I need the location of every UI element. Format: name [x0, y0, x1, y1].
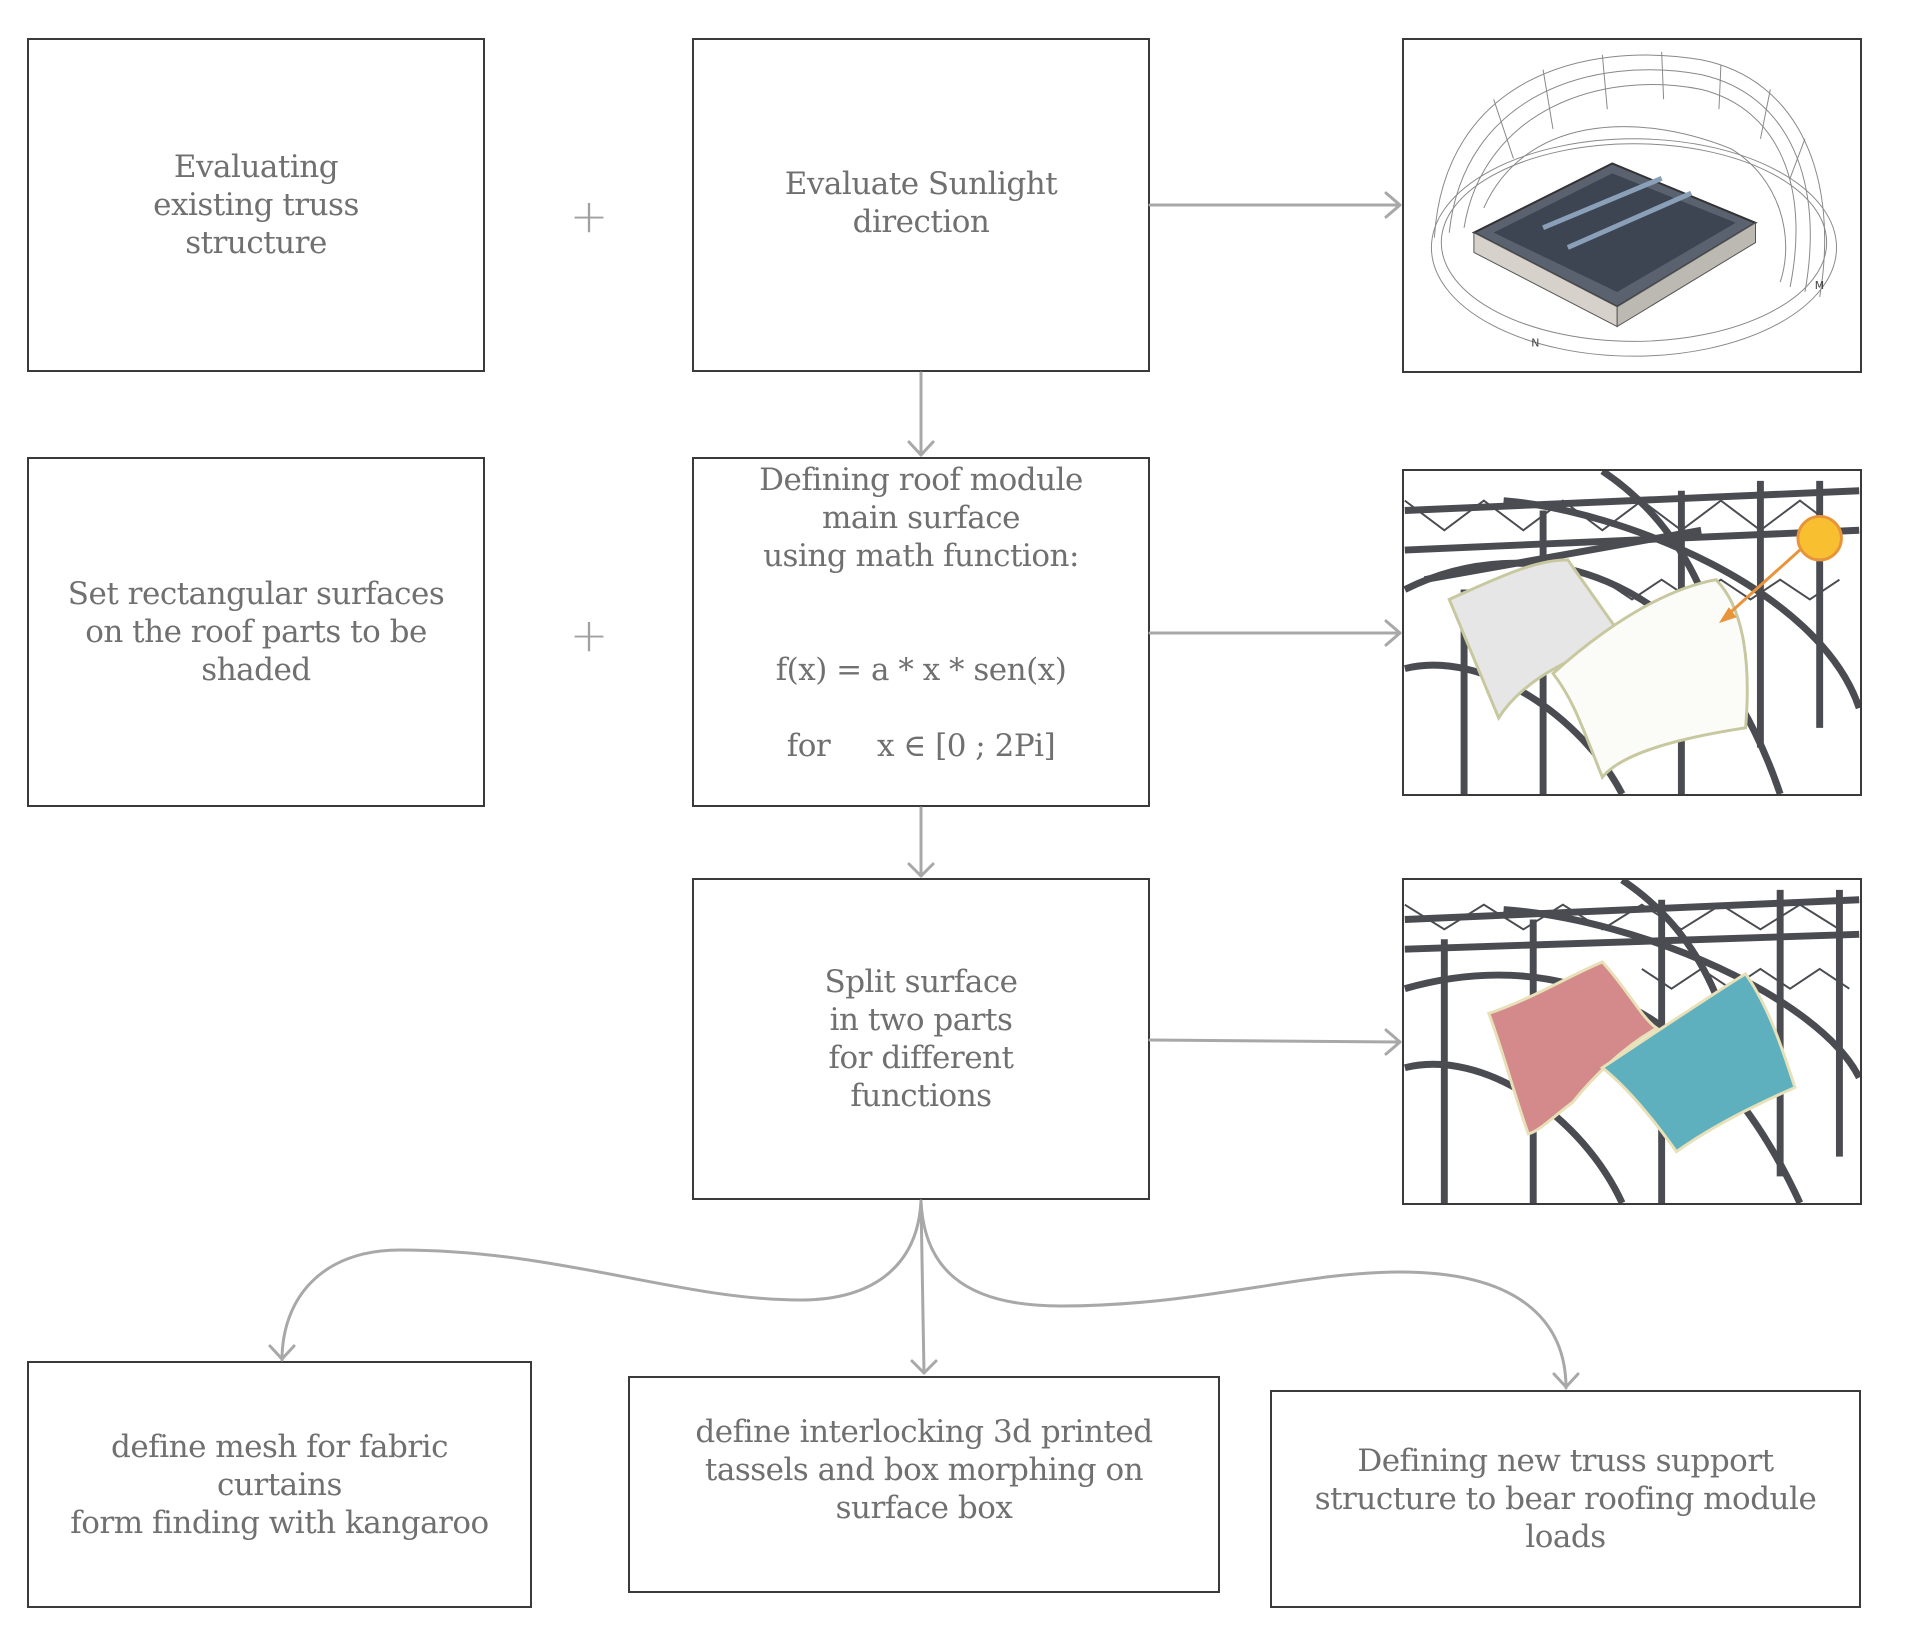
roof-surface-front — [1550, 578, 1749, 781]
truss-lattice — [1404, 499, 1841, 601]
step-split-surface-label: Split surface in two parts for different… — [824, 964, 1018, 1114]
step-set-surfaces: Set rectangular surfaces on the roof par… — [27, 457, 485, 807]
sunpath-diagram: N M — [1430, 51, 1838, 357]
step-new-truss-label: Defining new truss support structure to … — [1314, 1443, 1817, 1555]
sunpath-dome-arc-1 — [1433, 54, 1826, 297]
sunpath-dome-arc-3 — [1463, 84, 1797, 288]
step-evaluate-truss-label: Evaluating existing truss structure — [153, 149, 359, 261]
sun-ray-arrowhead — [1718, 607, 1737, 624]
arrow-split-to-truss — [919, 1199, 1568, 1390]
arrow-sunlight-to-sunpath-head — [1384, 191, 1402, 219]
roof-split-render — [1404, 880, 1860, 1203]
sunpath-horizon-ring-inner — [1440, 143, 1828, 342]
arrow-split-to-mesh-head — [268, 1344, 296, 1361]
step-define-roof-label: Defining roof module main surface using … — [759, 462, 1083, 574]
arrow-split-to-render-head — [1384, 1028, 1402, 1056]
arrow-roof-to-render-head — [1384, 619, 1402, 647]
sunpath-dome-arc-2 — [1448, 69, 1811, 293]
step-set-surfaces-label: Set rectangular surfaces on the roof par… — [67, 576, 445, 688]
compass-label-m: M — [1815, 279, 1824, 292]
arrow-split-to-tassels — [919, 1199, 926, 1375]
arrow-sunlight-to-roof-head — [907, 440, 935, 457]
step-interlocking-tassels-label: define interlocking 3d printed tassels a… — [695, 1413, 1153, 1526]
step-evaluate-sunlight-label: Evaluate Sunlight direction — [784, 166, 1058, 240]
step-interlocking-tassels: define interlocking 3d printed tassels a… — [628, 1376, 1220, 1593]
arrow-split-to-truss-head — [1552, 1372, 1580, 1389]
arrow-split-to-render — [1148, 1038, 1402, 1044]
arrow-roof-to-split-head — [907, 862, 935, 878]
step-mesh-fabric-label: define mesh for fabric curtains form fin… — [70, 1428, 489, 1541]
roof-formula-line-1: f(x) = a * x * sen(x) — [775, 652, 1067, 688]
sunpath-grid-1 — [1493, 51, 1806, 179]
roof-formula: f(x) = a * x * sen(x) for x ∈ [0 ; 2Pi] — [776, 613, 1067, 803]
sunpath-horizon-ring — [1430, 138, 1838, 357]
roof-split-illustration — [1402, 878, 1862, 1205]
step-mesh-fabric: define mesh for fabric curtains form fin… — [27, 1361, 532, 1608]
step-evaluate-sunlight: Evaluate Sunlight direction — [692, 38, 1150, 372]
roof-sun-illustration — [1402, 469, 1862, 796]
sunpath-dome-arc-4 — [1483, 126, 1787, 283]
step-split-surface: Split surface in two parts for different… — [692, 878, 1150, 1200]
step-new-truss: Defining new truss support structure to … — [1270, 1390, 1861, 1608]
step-define-roof: Defining roof module main surface using … — [692, 457, 1150, 807]
compass-label-n: N — [1531, 336, 1539, 349]
step-evaluate-truss: Evaluating existing truss structure — [27, 38, 485, 372]
plus-operator-1: + — [569, 189, 609, 243]
arrow-split-to-mesh — [280, 1199, 923, 1362]
roof-sun-render — [1404, 471, 1860, 794]
roof-formula-line-2: for x ∈ [0 ; 2Pi] — [786, 728, 1056, 764]
sunpath-illustration: N M — [1402, 38, 1862, 373]
sun-icon — [1796, 514, 1843, 562]
sun-ray-arrow — [1721, 548, 1801, 621]
building-model — [1471, 162, 1758, 328]
roof-part-right — [1599, 971, 1797, 1154]
plus-operator-2: + — [569, 608, 609, 662]
arrow-split-to-tassels-head — [910, 1359, 938, 1375]
